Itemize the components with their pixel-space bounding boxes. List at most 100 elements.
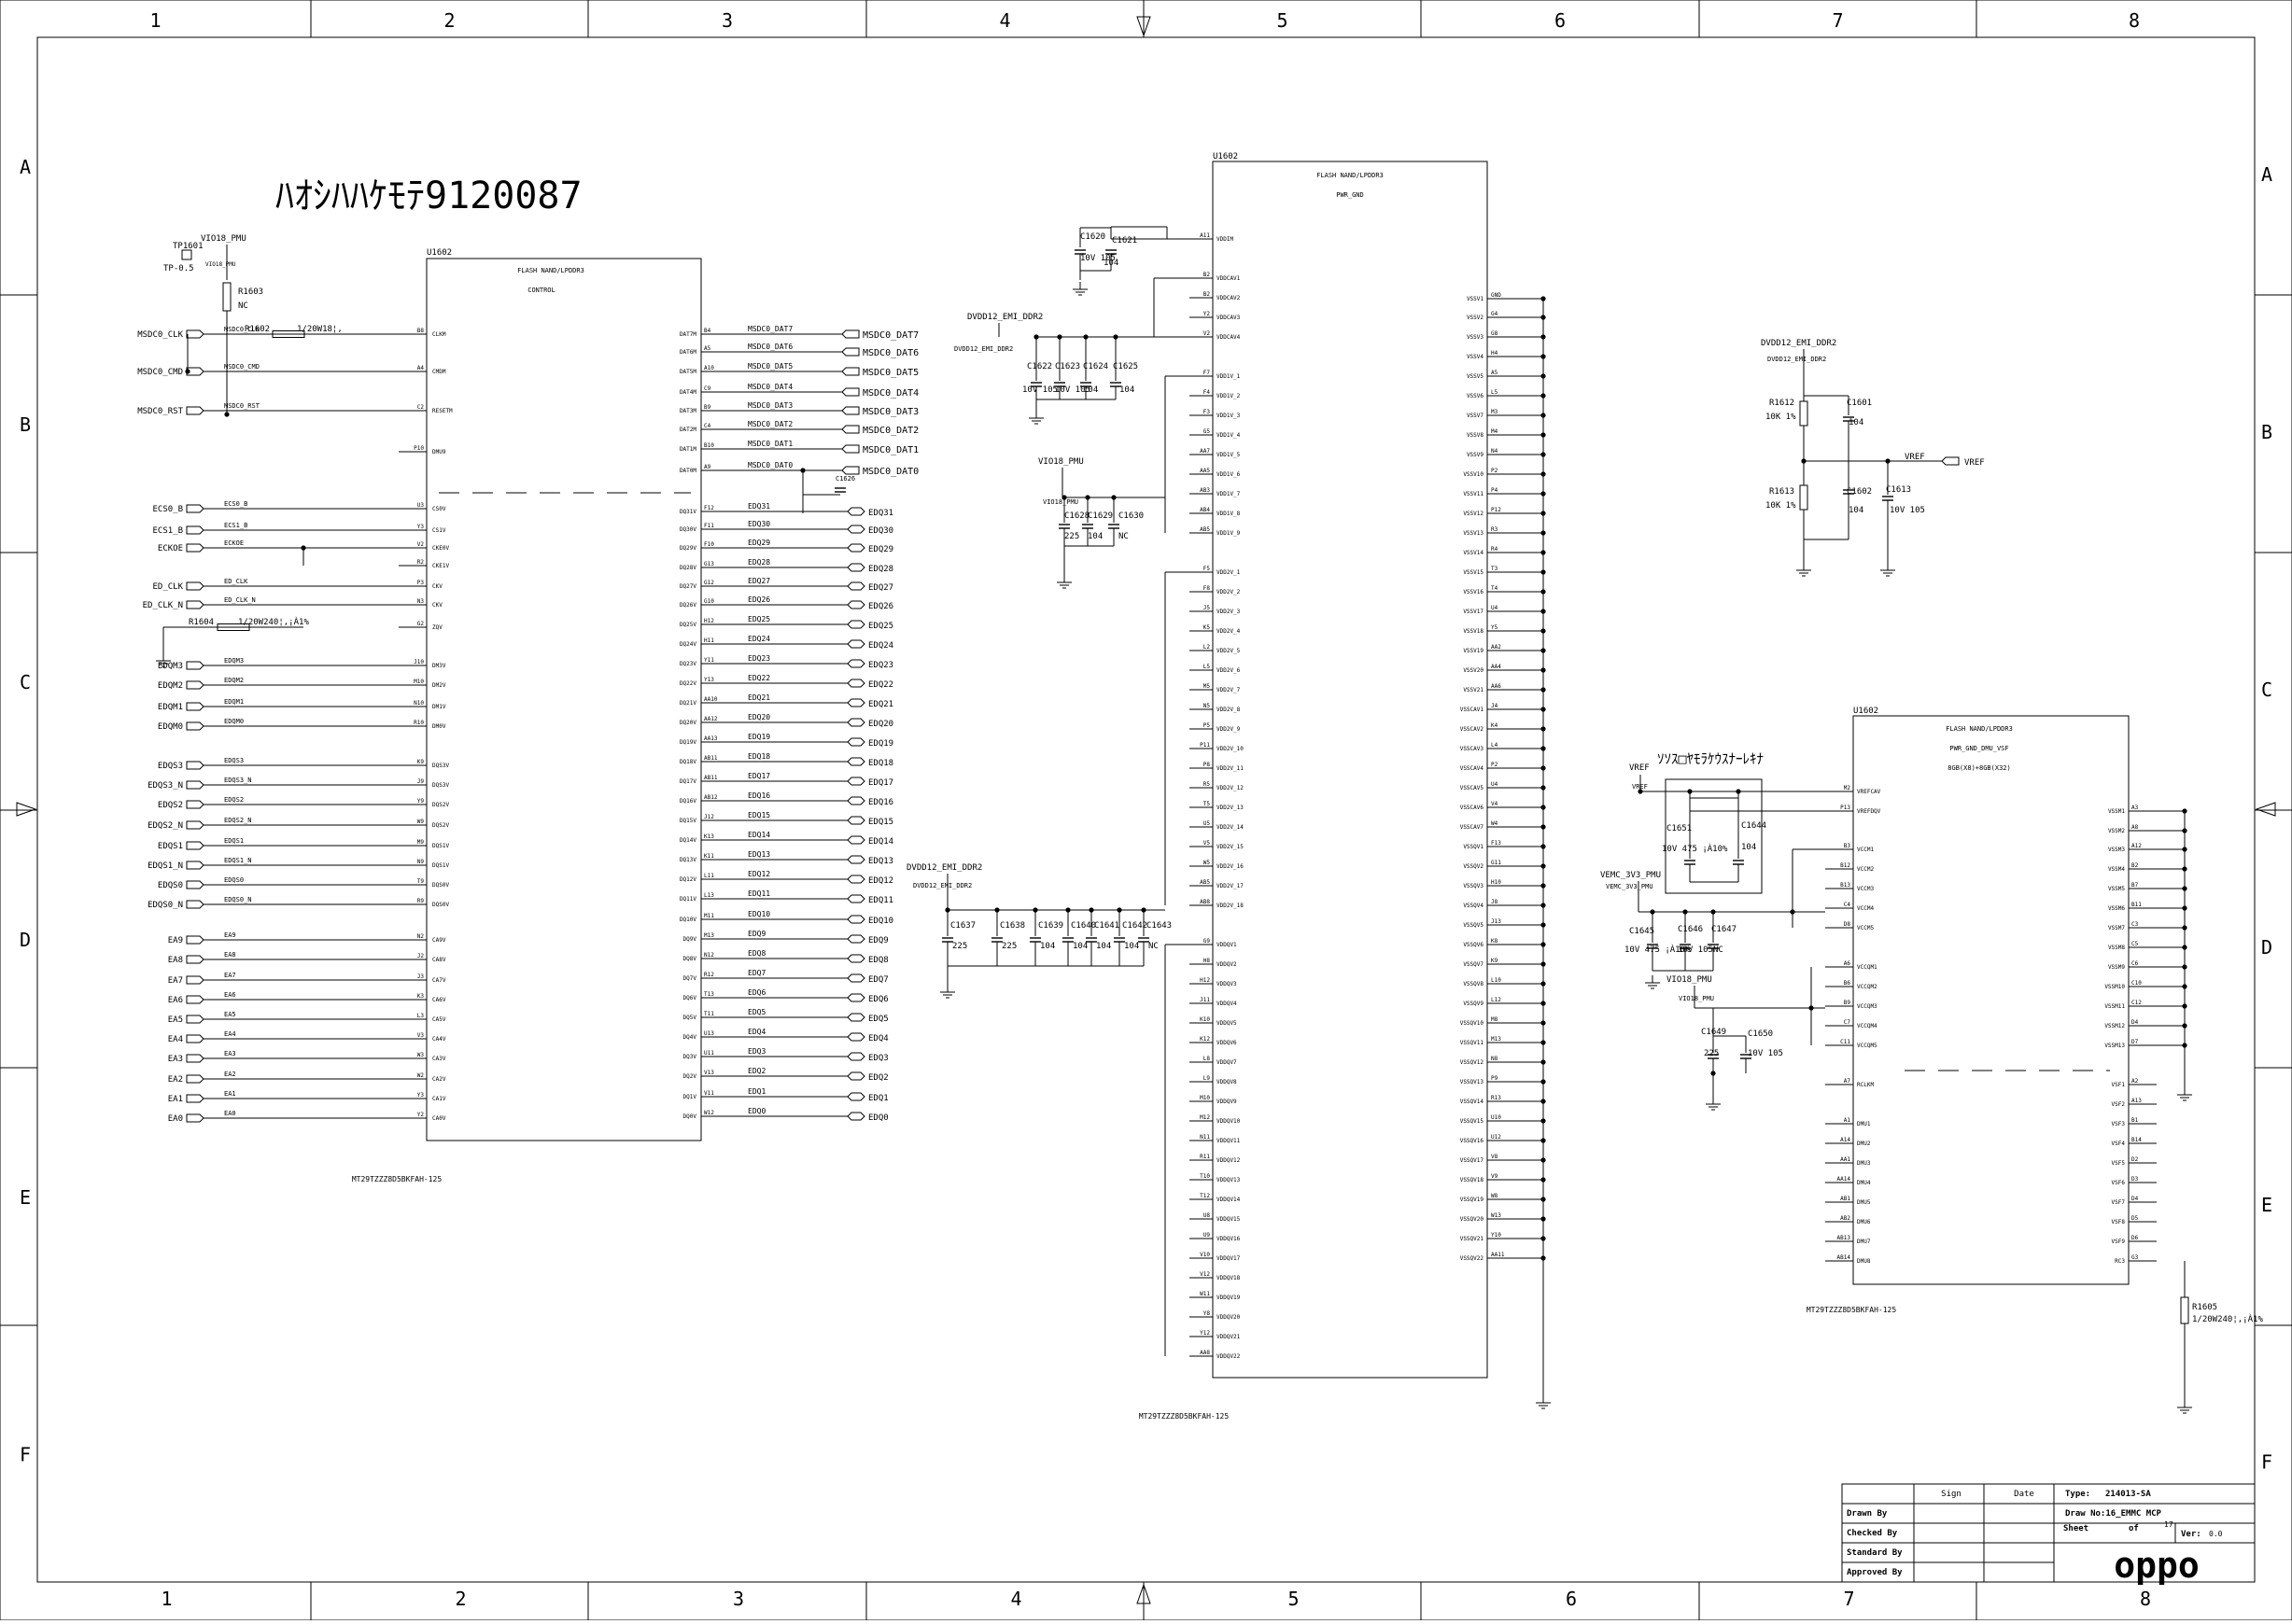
junction-gnd [1540,765,1546,771]
dvdd12-netlabel-vref: DVDD12_EMI_DDR2 [1767,356,1826,363]
junction-gnd [1540,726,1546,732]
pin-number: T11 [704,1011,714,1017]
ground-power [1536,1395,1551,1409]
pin-name: CKV [432,602,443,609]
pin-name: DQ31V [680,509,696,515]
pin-number: AA1 [1840,1156,1850,1163]
port-msdc0-rst [186,406,204,415]
junction-gnd [1540,1138,1546,1143]
pin-name: VDDQV6 [1216,1040,1237,1046]
net-label: EDQ13 [748,850,770,859]
pin-name: VDDQV1 [1216,942,1237,948]
pin-number: U12 [1491,1134,1501,1141]
port-edq [847,973,865,983]
port-label: EDQM0 [158,722,183,732]
pin-name: VSSM9 [2108,964,2125,971]
port-label: EDQM3 [158,662,183,671]
pin-name: VSSQV1 [1463,844,1483,850]
pin-name: VDDQV2 [1216,961,1237,968]
pin-number: GND [1491,292,1501,299]
junction-gnd [1540,922,1546,928]
net-label: ED_CLK [224,578,248,585]
port-msdc [841,406,860,415]
pin-name: VCCM3 [1857,886,1874,892]
pin-number: M2 [1844,785,1851,791]
junction-vccm [1790,909,1795,915]
center-arrow-right [2255,802,2276,817]
net-label: EA8 [224,951,236,959]
title-sheet-total: 17 [2164,1520,2173,1529]
net-label: EDQS3_N [224,777,252,784]
ground-vref-divider [1796,563,1811,577]
pin-name: DAT3M [680,408,696,414]
pin-name: VREFDQV [1857,808,1881,815]
pin-number: V2 [417,541,425,548]
pin-number: T3 [1491,566,1498,572]
pin-number: K9 [1491,958,1498,964]
capacitor-c1602 [1843,489,1854,495]
pin-number: J9 [417,778,425,785]
pin-name: CKE1V [432,563,449,569]
pin-number: A8 [2131,824,2139,831]
junction-gnd [1540,1216,1546,1222]
pin-name: DQ2V [683,1073,697,1080]
junction-vssm [2182,847,2187,852]
pin-name: CA5V [432,1016,446,1023]
title-ver-label: Ver: [2181,1530,2201,1539]
pin-number: F12 [704,505,714,511]
port-vref [1941,456,1960,466]
pin-name: DQ8V [683,956,697,962]
column-number-bottom: 5 [1287,1588,1299,1610]
pin-number: A12 [2131,843,2142,849]
pin-name: VDD2V_2 [1216,589,1241,595]
port-label: EA4 [168,1035,183,1044]
pin-number: AB13 [1837,1235,1851,1241]
cap-ref: C1643 [1146,921,1172,931]
pin-number: P3 [417,580,425,586]
pin-name: DQS2V [432,802,449,808]
pin-name: VSSQV17 [1460,1157,1484,1164]
vemc-netlabel: VEMC_3V3_PMU [1606,883,1653,890]
port-label: EDQ22 [868,680,893,690]
pin-number: W5 [1203,860,1211,866]
pin-number: AB5 [1200,526,1210,533]
port-ed-clk-n [186,600,204,609]
pin-number: N5 [1203,703,1211,709]
port-label: EDQS2_N [148,821,183,831]
testpoint-tp1601 [181,249,192,260]
pin-name: VDD1V_7 [1216,491,1241,497]
pin-name: DQ26V [680,602,696,609]
pin-number: B1 [2131,1117,2139,1124]
c1621-ref: C1621 [1112,236,1137,245]
port-edqm0 [186,721,204,731]
pin-name: DQ22V [680,680,696,687]
column-number-top: 1 [149,9,161,32]
cap-ref: C1637 [950,921,976,931]
pin-number: C11 [1840,1039,1850,1045]
pin-number: AB4 [1200,507,1210,513]
pin-name: CA6V [432,997,446,1003]
port-label: EDQ16 [868,798,893,807]
testpoint-net: VIO18_PMU [201,234,246,244]
junction-gnd [1540,707,1546,712]
pin-number: AB11 [704,755,718,762]
c1602-value: 104 [1849,506,1863,515]
pin-name: DQ29V [680,545,696,552]
pin-name: DQ5V [683,1015,697,1021]
cap-value: 104 [1088,532,1103,541]
net-label: MSDC0_DAT2 [748,420,793,428]
port-label: EDQ23 [868,661,893,670]
pin-name: VDD1V_8 [1216,511,1241,517]
port-label: EDQ27 [868,583,893,593]
pin-name: VDDCAV1 [1216,275,1241,282]
pin-number: N11 [1200,1134,1210,1141]
capacitor-vemc-2 [1708,944,1719,949]
port-ea4 [186,1034,204,1043]
pin-number: R3 [1491,526,1498,533]
title-draw-no: Draw No:16_EMMC MCP [2065,1509,2162,1519]
pin-number: P2 [1491,762,1498,768]
pin-name: DMU5 [1857,1199,1871,1206]
junction-gnd [1540,981,1546,987]
net-label: EA5 [224,1011,236,1018]
pin-name: VSSV15 [1463,569,1483,576]
